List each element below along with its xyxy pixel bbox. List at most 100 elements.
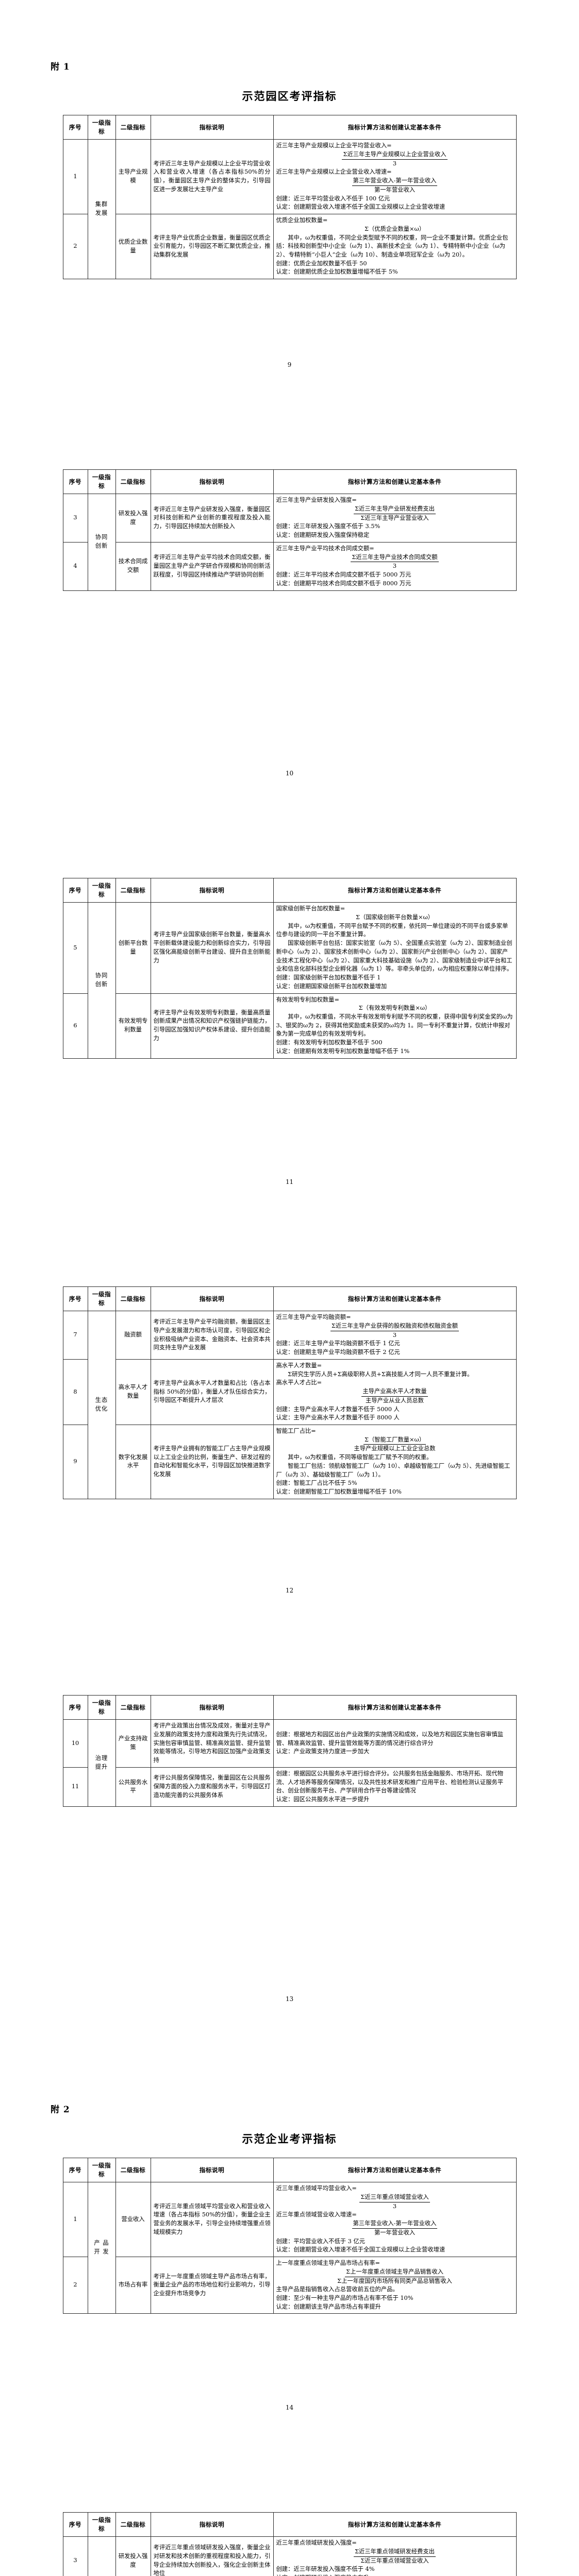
- calculation-line: 创建：根据地方和园区出台产业政策的实施情况和成效，以及地方和园区实施包容审慎监管…: [276, 1731, 504, 1747]
- column-header-line: 一级: [92, 1291, 105, 1298]
- column-header-line: 指标: [98, 1699, 111, 1716]
- calculation-line: 高水平人才数量=: [276, 1362, 322, 1369]
- level2-indicator: 高水平人才数量: [115, 1359, 151, 1425]
- level2-line: 研发投入: [118, 510, 142, 517]
- column-header-desc: 指标说明: [150, 877, 274, 903]
- level2-line: 收入: [133, 2215, 145, 2223]
- calculation-line: 创建：根据园区公共服务水平进行综合评分。公共服务包括金融服务、市场开拓、现代物流…: [276, 1770, 504, 1794]
- level2-line: 有效发明: [118, 1018, 142, 1025]
- column-header-l1: 一级指标: [87, 1286, 116, 1312]
- level2-line: 成交额: [127, 558, 148, 574]
- indicator-description: 考评近三年主导产业平均技术合同成交额，衡量园区主导产业产学研合作规模和协同创新活…: [150, 541, 274, 591]
- calculation-line: 近三年主导产业规模以上企业营业收入增速=: [276, 168, 392, 176]
- calculation-line: 认定：创建期该主导产品市场占有率提升: [276, 2303, 381, 2310]
- column-header-no: 序号: [62, 469, 88, 495]
- level2-line: 主导产业: [118, 168, 142, 176]
- level1-line: 协同: [95, 972, 108, 979]
- formula-numerator: Σ近三年主导产业技术合同成交额: [351, 553, 439, 563]
- indicator-description: 考评公共服务保障情况，衡量园区在公共服务保障方面的投入力度和服务水平，引导园区打…: [150, 1767, 274, 1807]
- document-title: 示范园区考评指标: [242, 90, 337, 103]
- calculation-line: 认定：创建期研发投入强度保持稳定: [276, 532, 370, 539]
- table-header: 序号一级指标二级指标指标说明指标计算方法和创建认定基本条件: [62, 2512, 517, 2537]
- level2-indicator: 产业支持政策: [115, 1719, 151, 1768]
- formula-line: Σ（国家级创新平台数量×ω）: [356, 914, 434, 921]
- column-header-l1: 一级指标: [87, 2512, 116, 2537]
- level1-line: 集群: [95, 201, 108, 208]
- calculation-line: 认定：创建期营业收入增速不低于全国工业规模以上企业营收增速: [276, 2246, 445, 2253]
- formula-numerator: Σ近三年重点领域研发经费支出: [354, 2548, 436, 2557]
- column-header-line: 一级: [92, 2162, 105, 2169]
- calculation-line: 认定：创建期营业收入增速不低于全国工业规模以上企业营收增速: [276, 204, 445, 211]
- header-row: 序号一级指标二级指标指标说明指标计算方法和创建认定基本条件: [62, 2157, 517, 2183]
- page-number: 11: [285, 1178, 294, 1185]
- column-header-no: 序号: [62, 2157, 88, 2183]
- formula-numerator: 主导产业高水平人才数量: [361, 1387, 428, 1397]
- level2-line: 市场: [118, 2281, 130, 2289]
- calculation-line: 上一年度重点领域主导产品市场占有率=: [276, 2260, 381, 2267]
- indicator-calculation: 国家级创新平台加权数量=Σ（国家级创新平台数量×ω）其中，ω为权重值，不同平台赋…: [273, 902, 517, 994]
- column-header-calc: 指标计算方法和创建认定基本条件: [273, 469, 517, 495]
- column-header-no: 序号: [62, 1694, 88, 1720]
- level2-indicator: 技术合同成交额: [115, 541, 151, 591]
- level2-line: 专利数量: [124, 1018, 148, 1033]
- calculation-line: 创建：近三年主导产业平均融资额不低于 1 亿元: [276, 1340, 400, 1347]
- formula-fraction: 第三年营业收入-第一年营业收入第一年营业收入: [276, 2219, 514, 2237]
- calculation-line: 高水平人才占比=: [276, 1379, 322, 1386]
- indicator-description: 考评产业政策出台情况及成效，衡量对主导产业发展的政策支持力度和政策先行先试情况，…: [150, 1719, 274, 1768]
- column-header-line: 指标: [133, 1703, 146, 1711]
- column-header-calc: 指标计算方法和创建认定基本条件: [273, 1694, 517, 1720]
- level2-line: 规模: [130, 168, 148, 184]
- indicator-description: 考评主导产业国家级创新平台数量，衡量高水平创新载体建设能力和创新综合实力，引导园…: [150, 902, 274, 994]
- level2-line: 研发投入: [118, 2552, 142, 2560]
- level1-indicator: 集群发展: [87, 139, 116, 280]
- level2-line: 数量: [130, 940, 148, 955]
- column-header-line: 二级: [120, 478, 133, 485]
- formula-numerator: Σ近三年主导产业研发经费支出: [354, 505, 436, 514]
- formula-denominator: 3: [392, 563, 397, 570]
- level1-line: 创新: [95, 980, 108, 988]
- calculation-line: 智能工厂占比=: [276, 1427, 316, 1434]
- row-index: 3: [62, 2536, 88, 2576]
- column-header-calc: 指标计算方法和创建认定基本条件: [273, 2157, 517, 2183]
- column-header-desc: 指标说明: [150, 1286, 274, 1312]
- calculation-line: 近三年主导产业平均融资额=: [276, 1314, 351, 1321]
- column-header-line: 指标: [98, 882, 111, 899]
- level2-line: 创新平台: [118, 940, 142, 947]
- calculation-line: 创建：近三年研发投入强度不低于 4%: [276, 2566, 375, 2573]
- level2-line: 强度: [130, 510, 148, 526]
- formula-denominator: 第一年营业收入: [374, 186, 416, 193]
- column-header-calc: 指标计算方法和创建认定基本条件: [273, 1286, 517, 1312]
- indicator-description: 考评近三年主导产业研发投入强度，衡量园区对科技创新和产业创新的重视程度及投入能力…: [150, 494, 274, 543]
- calculation-line: 近三年重点领域平均营业收入=: [276, 2185, 357, 2192]
- table-body: 3技术创新研发投入强度考评近三年重点领域研发投入强度，衡量企业对研发和技术创新的…: [62, 2536, 517, 2576]
- formula-denominator: Σ近三年重点领域营业收入: [360, 2557, 429, 2564]
- calculation-line: 创建：有效发明专利加权数量不低于 500: [276, 1039, 383, 1046]
- level1-indicator: 产 品开 发: [87, 2182, 116, 2314]
- header-row: 序号一级指标二级指标指标说明指标计算方法和创建认定基本条件: [62, 1694, 517, 1720]
- column-header-calc: 指标计算方法和创建认定基本条件: [273, 2512, 517, 2537]
- calculation-line: 认定：园区公共服务水平进一步提升: [276, 1796, 370, 1803]
- level2-line: 优质企业: [118, 238, 142, 245]
- indicator-calculation: 创建：根据园区公共服务水平进行综合评分。公共服务包括金融服务、市场开拓、现代物流…: [273, 1767, 517, 1807]
- column-header-desc: 指标说明: [150, 469, 274, 495]
- calculation-paragraph: 其中，ω为权重值，不同等级智能工厂赋予不同的权重。: [288, 1454, 433, 1461]
- formula-numerator: Σ近三年重点领域营业收入: [359, 2193, 430, 2202]
- column-header-l2: 二级指标: [115, 2512, 151, 2537]
- row-index: 5: [62, 902, 88, 994]
- formula-fraction: 主导产业高水平人才数量主导产业从业人员总数: [276, 1387, 514, 1405]
